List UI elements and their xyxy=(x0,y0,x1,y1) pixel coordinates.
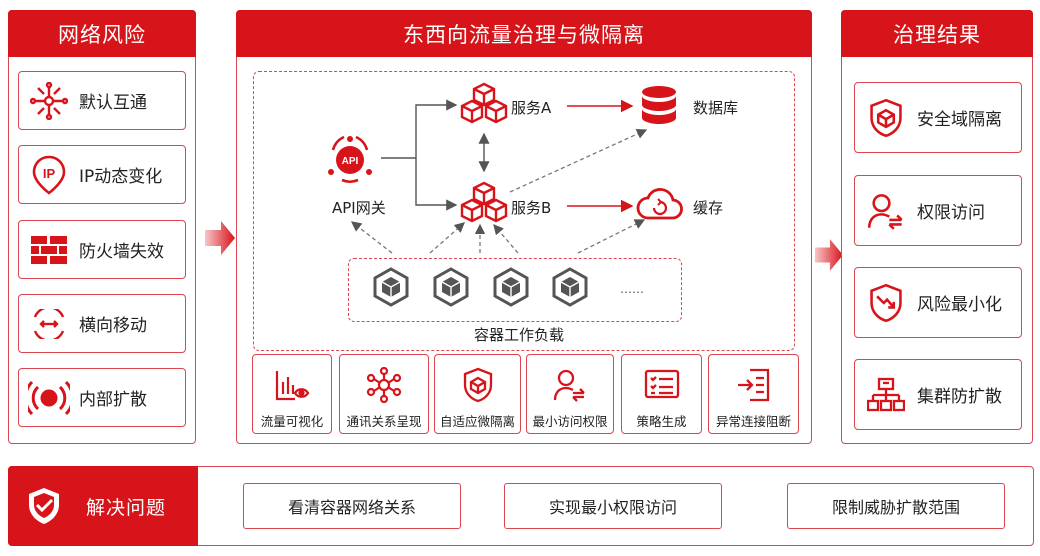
governance-panel-title: 东西向流量治理与微隔离 xyxy=(236,10,812,57)
capability-block-connection: 异常连接阻断 xyxy=(708,354,799,434)
flow-arrow-right-icon xyxy=(815,239,843,271)
shield-box-icon xyxy=(461,365,495,405)
ip-pin-icon: IP xyxy=(19,155,79,195)
service-a-label: 服务A xyxy=(511,99,552,117)
result-panel: 治理结果 安全域隔离 权限访问 风险最小化 xyxy=(841,10,1033,444)
result-panel-title: 治理结果 xyxy=(841,10,1033,57)
risk-panel: 网络风险 默认互通 IP IP动态变化 防火墙失效 xyxy=(8,10,196,444)
risk-panel-title: 网络风险 xyxy=(8,10,196,57)
solution-item: 限制威胁扩散范围 xyxy=(787,483,1005,529)
risk-label: 默认互通 xyxy=(79,93,147,113)
capability-label: 最小访问权限 xyxy=(532,414,608,429)
capability-micro-isolation: 自适应微隔离 xyxy=(434,354,521,434)
result-item-risk-minimize: 风险最小化 xyxy=(854,267,1022,338)
risk-label: 横向移动 xyxy=(79,316,147,336)
risk-label: 防火墙失效 xyxy=(79,242,164,262)
risk-item-default-interconnect: 默认互通 xyxy=(18,71,186,130)
container-icon xyxy=(433,267,469,307)
shield-trend-icon xyxy=(855,283,917,323)
cache-cloud-icon xyxy=(636,188,683,220)
api-gateway-icon: API xyxy=(328,135,372,183)
database-icon xyxy=(642,86,676,124)
risk-item-firewall: 防火墙失效 xyxy=(18,220,186,279)
container-workload-label: 容器工作负载 xyxy=(474,326,565,344)
network-graph-icon xyxy=(366,365,402,405)
result-label: 集群防扩散 xyxy=(917,387,1002,407)
capability-least-privilege: 最小访问权限 xyxy=(526,354,614,434)
risk-label: IP动态变化 xyxy=(79,167,163,187)
capability-policy-generation: 策略生成 xyxy=(621,354,702,434)
user-access-icon xyxy=(855,192,917,230)
result-label: 安全域隔离 xyxy=(917,110,1002,130)
container-icon xyxy=(552,267,588,307)
service-b-label: 服务B xyxy=(511,199,552,217)
traffic-visual-icon xyxy=(274,365,310,405)
policy-list-icon xyxy=(644,365,680,405)
block-connection-icon xyxy=(736,365,772,405)
capability-label: 策略生成 xyxy=(636,414,687,429)
risk-item-internal-spread: 内部扩散 xyxy=(18,368,186,427)
service-b-icon xyxy=(460,181,508,223)
capability-label: 自适应微隔离 xyxy=(439,414,515,429)
risk-item-lateral-move: 横向移动 xyxy=(18,294,186,353)
risk-label: 内部扩散 xyxy=(79,390,147,410)
container-icon xyxy=(493,267,529,307)
solution-bar: 解决问题 看清容器网络关系 实现最小权限访问 限制威胁扩散范围 xyxy=(8,466,1034,546)
capability-label: 异常连接阻断 xyxy=(715,414,791,429)
service-a-icon xyxy=(460,82,508,124)
result-item-cluster-defense: 集群防扩散 xyxy=(854,359,1022,430)
cluster-icon xyxy=(855,377,917,413)
circuit-icon xyxy=(19,81,79,120)
firewall-icon xyxy=(19,235,79,265)
cache-label: 缓存 xyxy=(693,199,724,217)
capability-label: 流量可视化 xyxy=(260,414,324,429)
container-workload-group xyxy=(348,258,682,322)
result-item-access-control: 权限访问 xyxy=(854,175,1022,246)
more-containers-ellipsis: …… xyxy=(620,282,644,296)
result-label: 权限访问 xyxy=(917,203,985,223)
solution-item: 实现最小权限访问 xyxy=(504,483,722,529)
flow-arrow-right-icon xyxy=(205,221,235,255)
lateral-move-icon xyxy=(19,308,79,339)
solution-item: 看清容器网络关系 xyxy=(243,483,461,529)
broadcast-icon xyxy=(19,380,79,416)
shield-box-icon xyxy=(855,98,917,138)
container-icon xyxy=(373,267,409,307)
user-access-icon xyxy=(553,365,587,405)
result-label: 风险最小化 xyxy=(917,295,1002,315)
api-badge-text: API xyxy=(342,156,359,167)
capability-network-graph: 通讯关系呈现 xyxy=(339,354,429,434)
api-gateway-label: API网关 xyxy=(332,199,386,217)
risk-item-ip-change: IP IP动态变化 xyxy=(18,145,186,204)
result-item-domain-isolation: 安全域隔离 xyxy=(854,82,1022,153)
capability-traffic-visual: 流量可视化 xyxy=(252,354,332,434)
database-label: 数据库 xyxy=(693,99,739,117)
svg-text:IP: IP xyxy=(43,166,56,181)
solution-header: 解决问题 xyxy=(8,466,198,546)
solution-title: 解决问题 xyxy=(86,496,167,519)
capability-label: 通讯关系呈现 xyxy=(346,414,422,429)
shield-check-icon xyxy=(26,486,62,526)
topology-area xyxy=(253,71,795,351)
